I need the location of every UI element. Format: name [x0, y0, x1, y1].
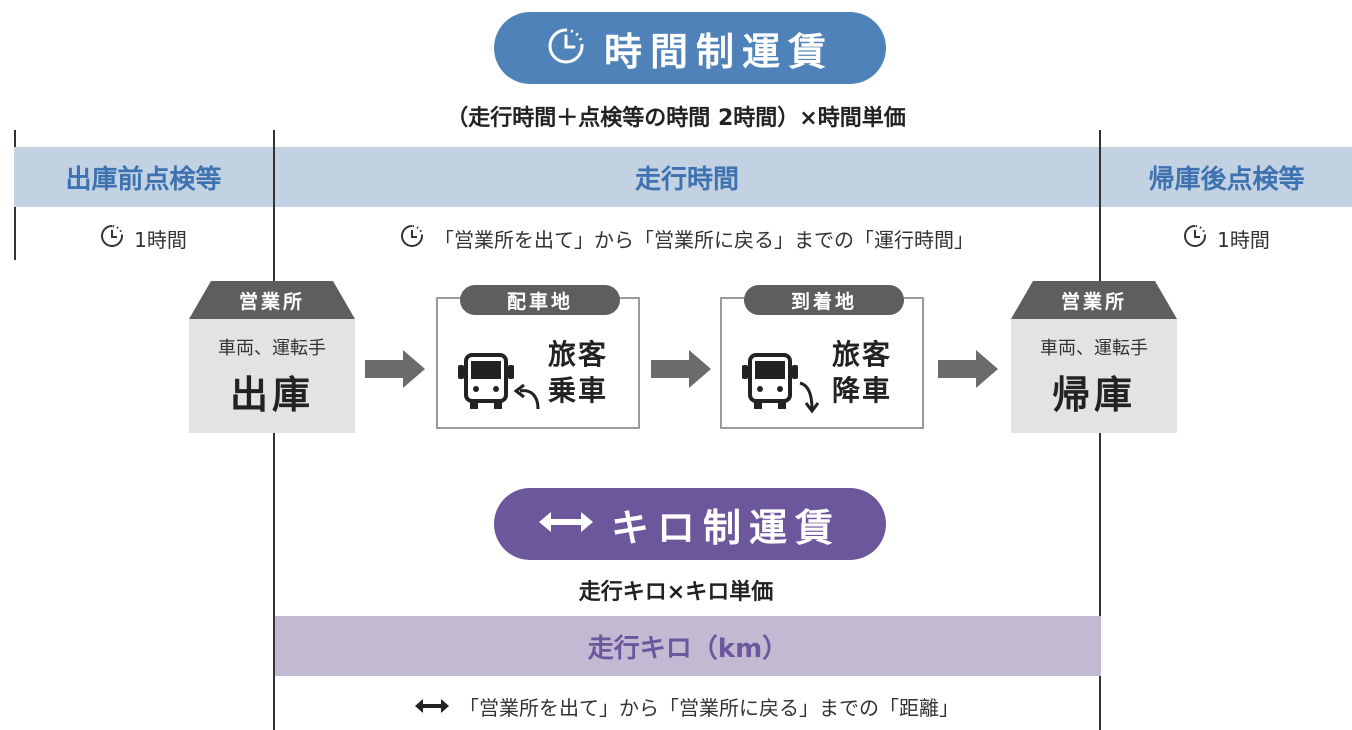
run-time-band: 走行時間	[275, 147, 1099, 207]
double-arrow-icon	[538, 509, 593, 539]
bus-alighting-icon	[736, 351, 830, 419]
alighting-label: 降車	[832, 374, 893, 407]
pre-check-band: 出庫前点検等	[14, 147, 273, 207]
boarding-label: 乗車	[548, 374, 609, 407]
departure-label: 出庫	[229, 372, 314, 417]
distance-description: 「営業所を出て」から「営業所に戻る」までの「距離」	[459, 696, 959, 720]
arrival-station-box: 到着地 旅客 降車	[720, 285, 924, 429]
time-fare-formula: （走行時間＋点検等の時間 2時間）×時間単価	[446, 106, 906, 131]
pre-check-hours: 1時間	[134, 228, 187, 252]
time-fare-pill: 時間制運賃	[494, 12, 886, 84]
bus-boarding-icon	[452, 351, 546, 419]
post-check-note: 1時間	[1101, 224, 1352, 253]
office-roof-label: 営業所	[189, 281, 355, 319]
vehicle-driver-label: 車両、運転手	[218, 337, 326, 359]
pickup-passenger-label: 旅客	[548, 338, 609, 371]
arrival-passenger-label: 旅客	[832, 338, 893, 371]
pre-check-note: 1時間	[14, 224, 273, 253]
pickup-station-box: 配車地 旅客 乗車	[436, 285, 640, 429]
pickup-tag: 配車地	[460, 285, 620, 315]
office-roof-label: 営業所	[1011, 281, 1177, 319]
office-return-box: 営業所 車両、運転手 帰庫	[1011, 281, 1177, 433]
pickup-caption: 旅客 乗車	[548, 337, 608, 409]
return-label: 帰庫	[1051, 372, 1136, 417]
distance-note: 「営業所を出て」から「営業所に戻る」までの「距離」	[275, 692, 1099, 721]
flow-arrow	[938, 350, 998, 388]
office-departure-box: 営業所 車両、運転手 出庫	[189, 281, 355, 433]
post-check-hours: 1時間	[1217, 228, 1270, 252]
run-time-note: 「営業所を出て」から「営業所に戻る」までの「運行時間」	[275, 224, 1099, 253]
clock-icon	[546, 26, 586, 70]
time-fare-title: 時間制運賃	[603, 29, 834, 74]
double-arrow-icon	[415, 695, 449, 719]
flow-arrow	[651, 350, 711, 388]
clock-icon	[100, 224, 124, 253]
clock-icon	[400, 224, 424, 253]
arrival-caption: 旅客 降車	[832, 337, 892, 409]
km-fare-title: キロ制運賃	[610, 505, 841, 550]
km-fare-formula: 走行キロ×キロ単価	[578, 580, 774, 605]
vehicle-driver-label: 車両、運転手	[1040, 337, 1148, 359]
flow-arrow	[365, 350, 425, 388]
clock-icon	[1183, 224, 1207, 253]
post-check-band: 帰庫後点検等	[1101, 147, 1352, 207]
run-time-description: 「営業所を出て」から「営業所に戻る」までの「運行時間」	[434, 228, 974, 252]
arrival-tag: 到着地	[744, 285, 904, 315]
distance-band: 走行キロ（km）	[275, 616, 1101, 676]
km-fare-pill: キロ制運賃	[494, 488, 886, 560]
